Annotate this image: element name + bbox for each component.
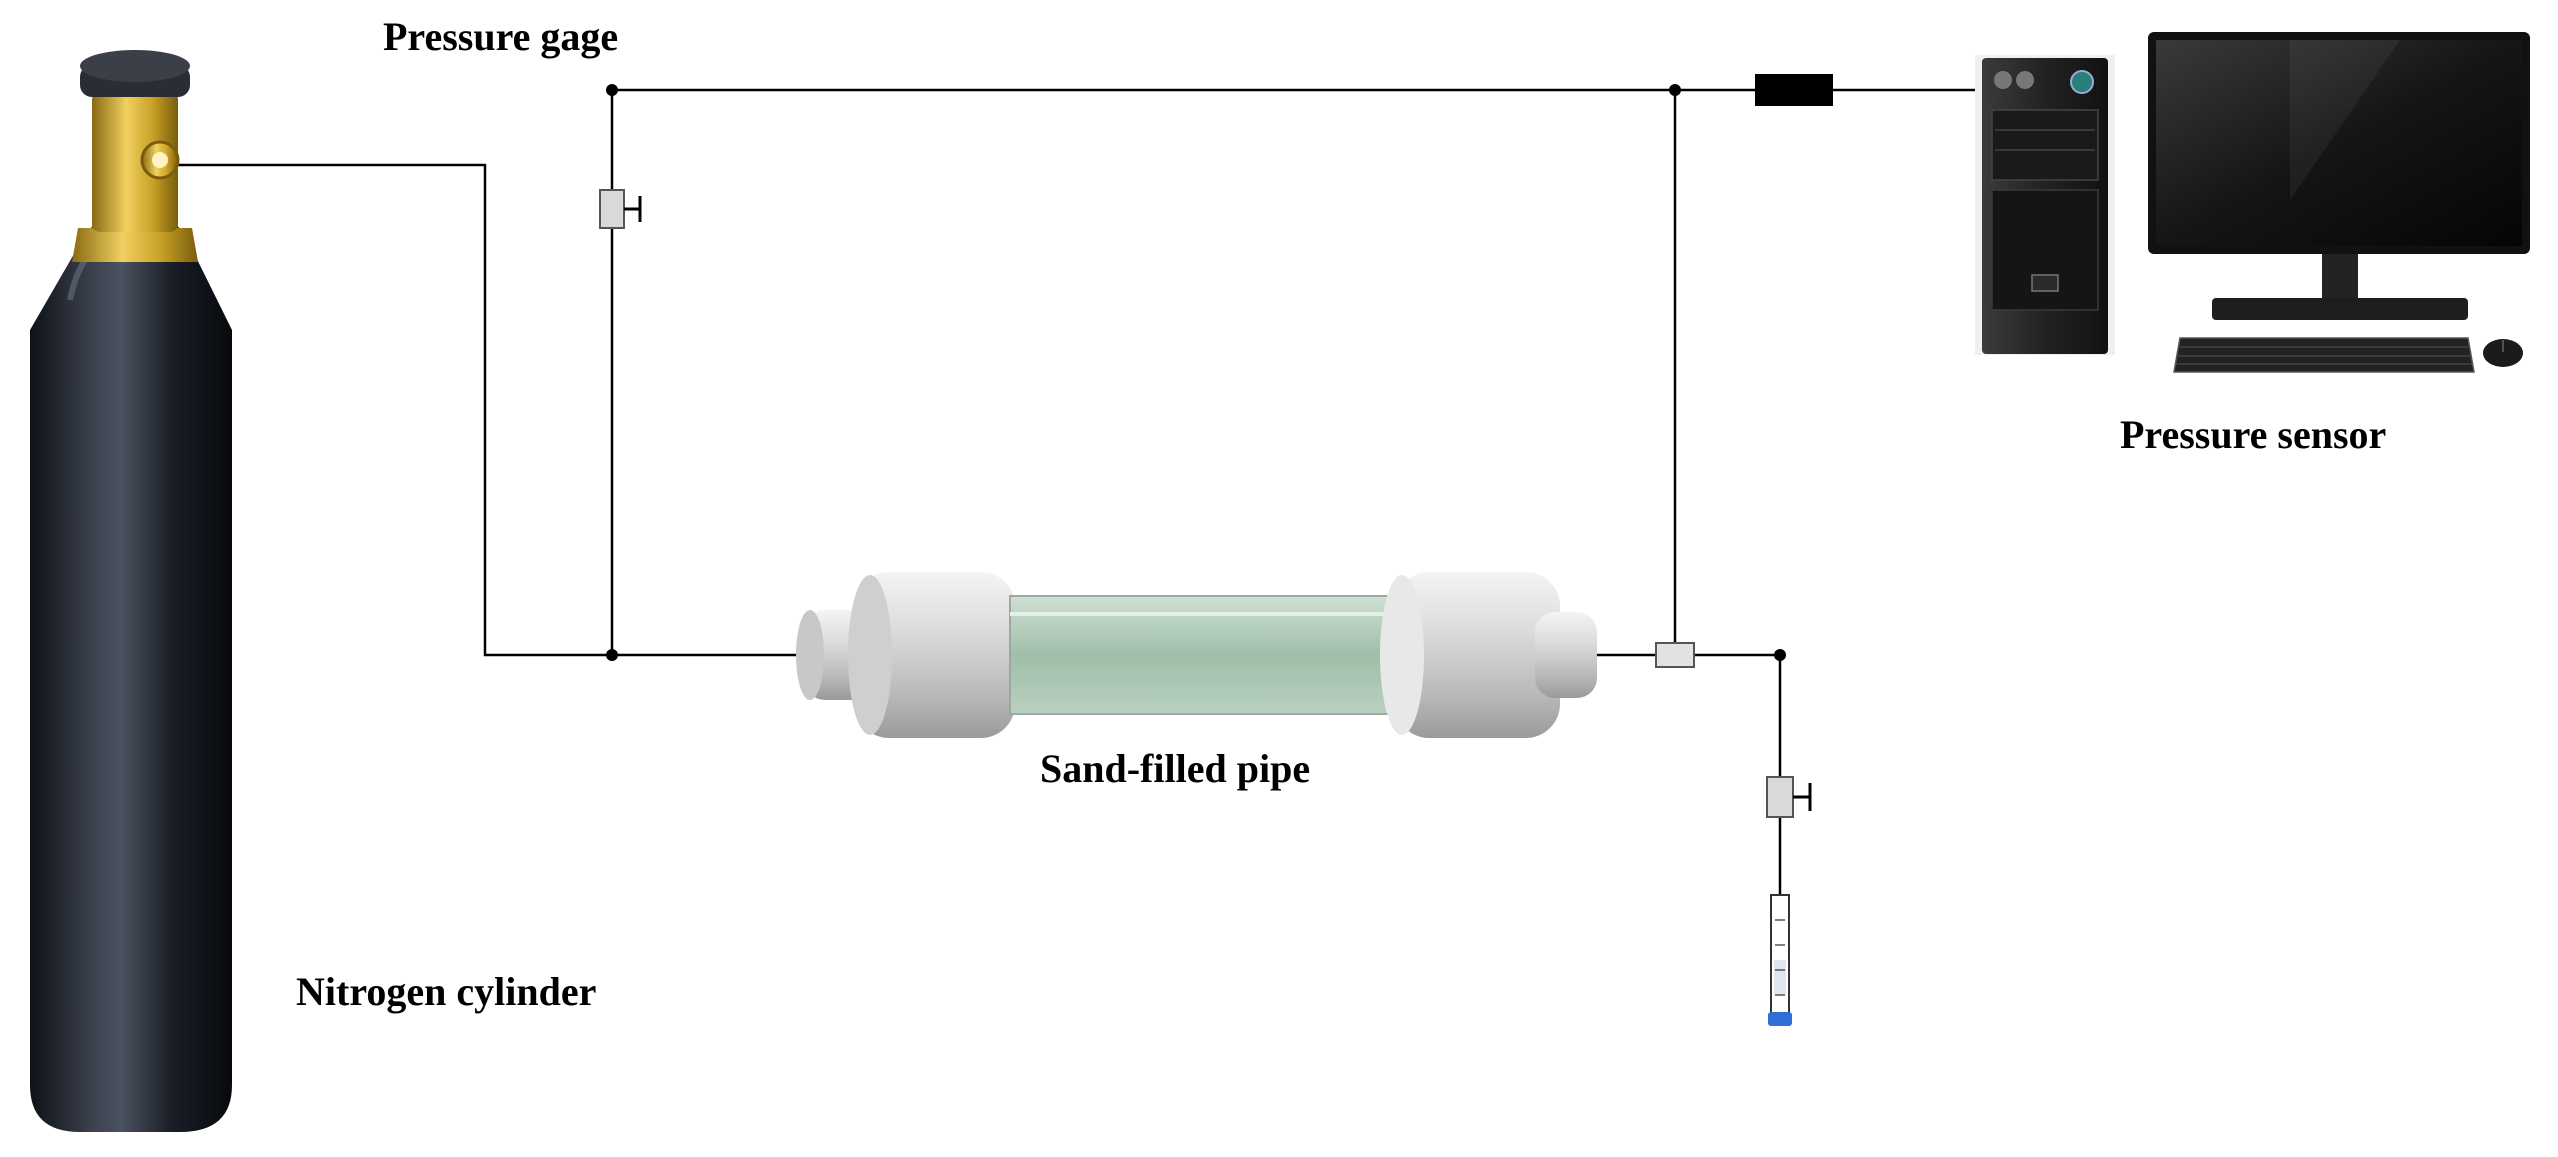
graduated-cylinder-icon xyxy=(1768,894,1792,1026)
junction-dot xyxy=(1669,84,1681,96)
nitrogen-cylinder-label: Nitrogen cylinder xyxy=(296,969,596,1014)
tee-fitting xyxy=(1655,642,1695,668)
junction-dot xyxy=(606,84,618,96)
junction-dot xyxy=(1774,649,1786,661)
pressure-sensor-label: Pressure sensor xyxy=(2120,412,2386,457)
desktop-computer-icon xyxy=(1975,32,2530,373)
gas-cylinder-icon xyxy=(30,50,232,1132)
pressure-sensor-block xyxy=(1755,74,1833,106)
pressure-gage-label: Pressure gage xyxy=(383,14,618,59)
needle-valve-icon xyxy=(1766,776,1812,818)
cylinder-outlet-line xyxy=(165,163,805,657)
junction-dot xyxy=(606,649,618,661)
needle-valve-icon xyxy=(599,189,642,229)
junction-dots xyxy=(606,84,1786,661)
sand-filled-pipe xyxy=(796,572,1597,738)
sand-filled-pipe-label: Sand-filled pipe xyxy=(1040,746,1310,791)
